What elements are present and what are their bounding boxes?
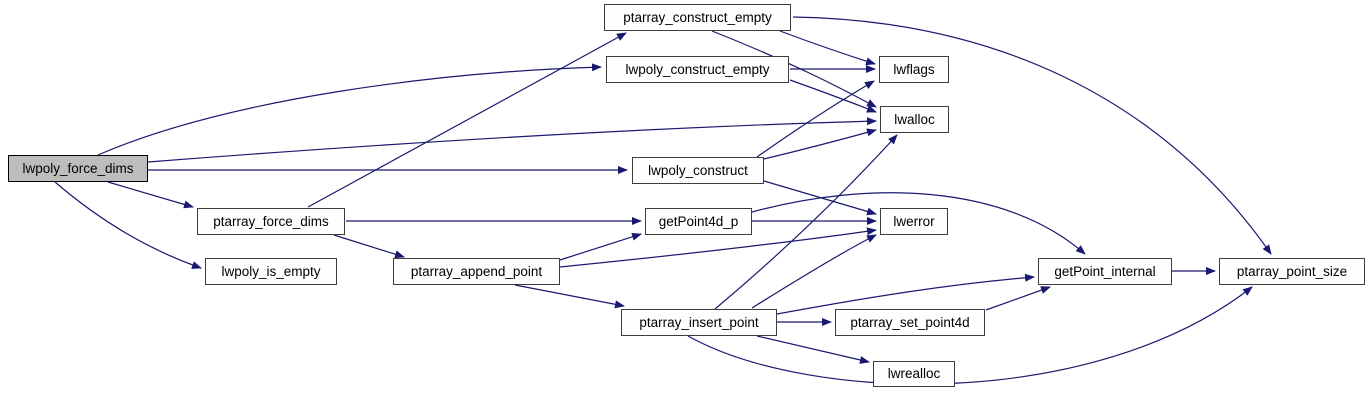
edge-ptarray_set_point4d-getPoint_internal bbox=[985, 286, 1051, 311]
edge-ptarray_append_point-getPoint4d_p bbox=[559, 232, 642, 261]
edge-lwpoly_construct_empty-lwalloc bbox=[789, 79, 877, 113]
edge-ptarray_force_dims-ptarray_append_point bbox=[333, 234, 405, 259]
node-ptarray_point_size[interactable]: ptarray_point_size bbox=[1219, 258, 1365, 285]
node-lwpoly_construct[interactable]: lwpoly_construct bbox=[632, 157, 764, 184]
node-lwrealloc[interactable]: lwrealloc bbox=[873, 361, 955, 387]
node-ptarray_set_point4d[interactable]: ptarray_set_point4d bbox=[835, 309, 985, 336]
edge-ptarray_insert_point-lwerror bbox=[751, 234, 877, 309]
node-ptarray_append_point[interactable]: ptarray_append_point bbox=[393, 258, 560, 285]
node-ptarray_insert_point[interactable]: ptarray_insert_point bbox=[621, 309, 777, 336]
edge-lwpoly_force_dims-lwpoly_is_empty bbox=[54, 181, 202, 269]
edge-lwpoly_force_dims-lwalloc bbox=[147, 117, 877, 163]
node-lwpoly_force_dims: lwpoly_force_dims bbox=[8, 155, 148, 182]
edge-ptarray_insert_point-lwrealloc bbox=[756, 335, 870, 364]
node-ptarray_force_dims[interactable]: ptarray_force_dims bbox=[197, 208, 345, 235]
edge-ptarray_insert_point-ptarray_point_size bbox=[687, 286, 1253, 385]
edge-ptarray_append_point-ptarray_insert_point bbox=[514, 284, 625, 309]
edge-ptarray_insert_point-getPoint_internal bbox=[776, 273, 1035, 315]
edge-lwpoly_construct-lwalloc bbox=[763, 128, 877, 160]
edge-ptarray_force_dims-ptarray_construct_empty bbox=[307, 32, 627, 208]
node-lwerror[interactable]: lwerror bbox=[880, 208, 948, 235]
node-lwflags[interactable]: lwflags bbox=[879, 56, 949, 83]
edge-getPoint4d_p-getPoint_internal bbox=[751, 192, 1086, 255]
edge-lwpoly_construct-lwflags bbox=[756, 80, 875, 158]
node-getPoint4d_p[interactable]: getPoint4d_p bbox=[645, 208, 752, 235]
edge-lwpoly_force_dims-lwpoly_construct_empty bbox=[97, 63, 602, 156]
node-lwalloc[interactable]: lwalloc bbox=[880, 106, 949, 133]
edge-ptarray_construct_empty-ptarray_point_size bbox=[792, 16, 1272, 255]
edge-ptarray_insert_point-lwalloc bbox=[714, 134, 898, 310]
edge-ptarray_append_point-lwerror bbox=[559, 227, 877, 268]
edge-lwpoly_force_dims-ptarray_force_dims bbox=[107, 181, 194, 209]
node-lwpoly_construct_empty[interactable]: lwpoly_construct_empty bbox=[606, 56, 789, 83]
node-ptarray_construct_empty[interactable]: ptarray_construct_empty bbox=[604, 4, 791, 31]
edge-ptarray_construct_empty-lwalloc bbox=[711, 30, 877, 108]
node-getPoint_internal[interactable]: getPoint_internal bbox=[1038, 258, 1172, 285]
edge-ptarray_construct_empty-lwflags bbox=[779, 30, 876, 66]
node-lwpoly_is_empty[interactable]: lwpoly_is_empty bbox=[205, 258, 337, 285]
